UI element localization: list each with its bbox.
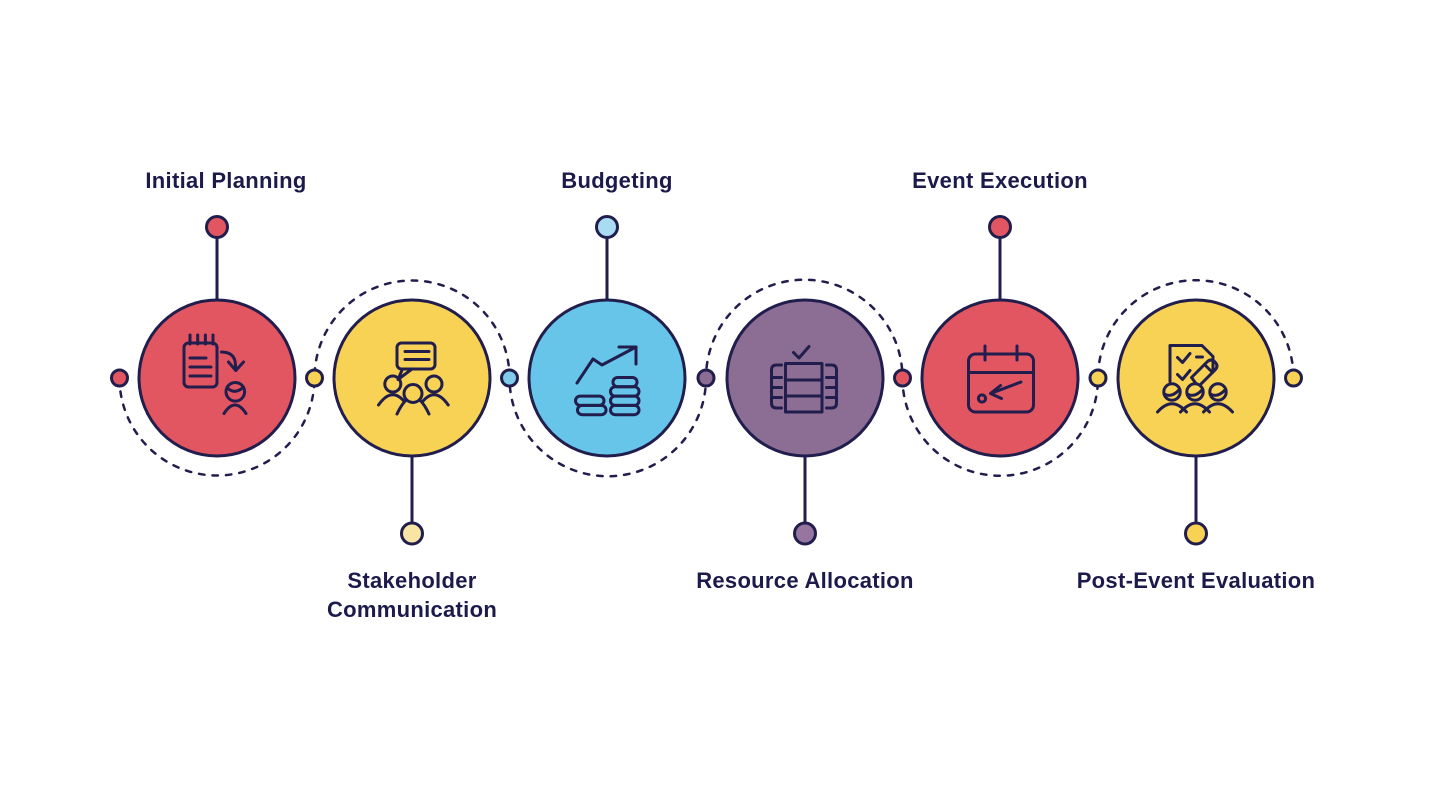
- stage-circle-stakeholder-communication: [332, 298, 492, 458]
- stem-dot: [400, 521, 424, 546]
- stage-label-stakeholder-communication: Stakeholder Communication: [326, 568, 498, 622]
- stage-circle-budgeting: [527, 298, 687, 458]
- connector-dot: [1088, 368, 1108, 388]
- notepad-task-handoff-icon: [182, 333, 248, 415]
- stage-circle-event-execution: [920, 298, 1080, 458]
- stage-label-initial-planning: Initial Planning: [145, 168, 307, 193]
- stem-dot: [205, 215, 229, 239]
- connector-dot: [696, 368, 716, 388]
- allocation-table-check-icon: [770, 345, 838, 414]
- stem-dot: [595, 215, 619, 239]
- connector-dot: [500, 368, 519, 388]
- stage-label-resource-allocation: Resource Allocation: [696, 568, 914, 593]
- stem-dot: [988, 215, 1012, 239]
- stage-circle-resource-allocation: [725, 298, 885, 458]
- stage-label-budgeting: Budgeting: [561, 168, 673, 193]
- stage-circle-post-event-evaluation: [1116, 298, 1276, 458]
- calendar-arrow-icon: [967, 344, 1035, 414]
- connector-dot: [893, 368, 912, 388]
- stem-dot: [793, 521, 817, 546]
- people-speech-bubble-icon: [377, 341, 450, 416]
- connector-dot: [305, 368, 324, 388]
- stem-dot: [1184, 521, 1208, 546]
- stage-label-post-event-evaluation: Post-Event Evaluation: [1076, 568, 1316, 593]
- coin-stacks-growth-arrow-icon: [574, 345, 641, 417]
- connector-dot: [1284, 368, 1303, 388]
- stage-label-event-execution: Event Execution: [912, 168, 1088, 193]
- connector-dot: [110, 368, 129, 388]
- evaluation-checklist-pencil-people-icon: [1156, 344, 1234, 414]
